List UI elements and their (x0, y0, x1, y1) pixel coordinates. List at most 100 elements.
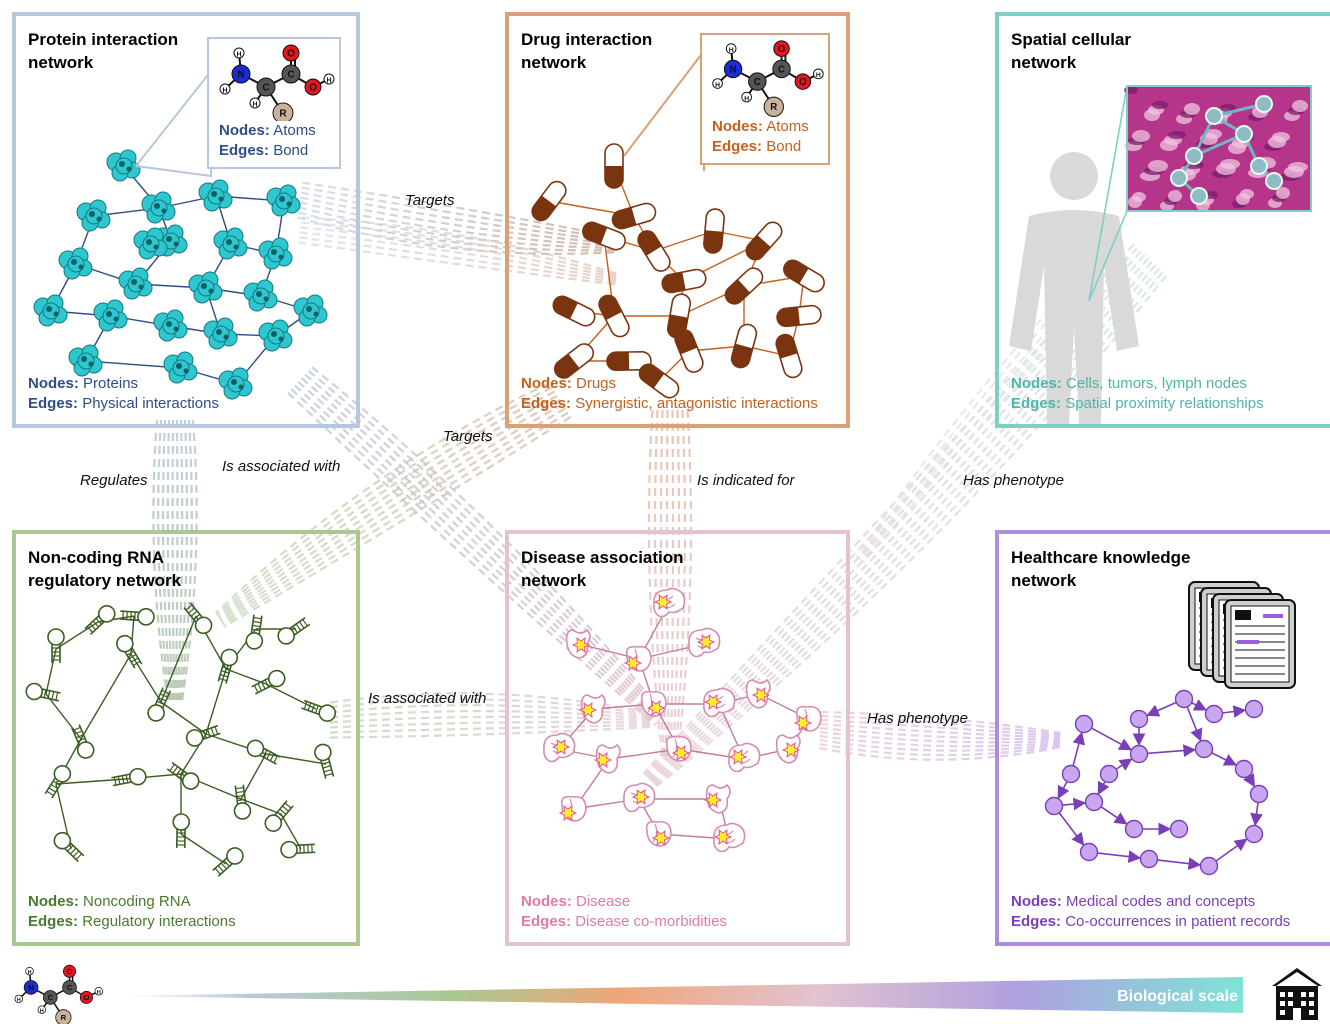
atom-label: R (770, 102, 777, 113)
medical-code-node (1201, 858, 1218, 875)
drug-pill-node (743, 219, 786, 264)
ncrna-hairpin-node (25, 682, 62, 705)
protein-node (244, 280, 277, 311)
ncrna-hairpin-node (250, 668, 288, 698)
hairpin-rung (215, 727, 218, 735)
inset-edges: Bond (766, 138, 801, 155)
protein-blob (162, 209, 167, 214)
drug-pill-node (550, 293, 597, 328)
edge-label-is-associated-with-1: Is associated with (222, 458, 340, 475)
edge-label-has-phenotype-1: Has phenotype (963, 472, 1064, 489)
inset-edges-label: Edges: (219, 142, 269, 159)
protein-blob (89, 211, 95, 217)
atom-label: H (28, 970, 32, 976)
co-occurrence-edge (1216, 840, 1245, 860)
healthcare-knowledge-panel: Healthcare knowledge network Nodes: Medi… (995, 530, 1330, 946)
disease-organ-node (705, 785, 730, 813)
medical-code-node (1246, 826, 1263, 843)
medical-code-node (1246, 701, 1263, 718)
panel-legend: Nodes: Proteins Edges: Physical interact… (28, 374, 219, 414)
hairpin-rung (123, 611, 124, 619)
tissue-cell (1132, 192, 1146, 202)
regulatory-edge (206, 669, 226, 734)
atom-label: H (729, 47, 734, 54)
cell-node (1236, 126, 1252, 142)
protein-blob (154, 245, 159, 250)
protein-blob (219, 197, 224, 202)
co-occurrence-edge (1192, 703, 1204, 709)
tissue-cell (1240, 189, 1254, 199)
hairpin-strand (90, 622, 104, 635)
protein-node (199, 180, 232, 211)
hairpin-rung (252, 625, 260, 626)
hairpin-rung (303, 619, 308, 626)
disease-organ-node (560, 797, 586, 821)
hairpin-rung (131, 612, 132, 620)
legend-nodes-label: Nodes: (28, 893, 79, 910)
medical-code-node (1101, 766, 1118, 783)
co-occurrence-edge (1099, 782, 1105, 792)
atom-label: O (799, 77, 807, 88)
protein-blob (174, 242, 179, 247)
legend-nodes-label: Nodes: (28, 375, 79, 392)
legend-nodes: Drugs (576, 375, 616, 392)
atom-label: C (778, 64, 785, 75)
tissue-cell (1184, 103, 1200, 115)
drug-pill-node (635, 228, 674, 275)
protein-blob (314, 312, 319, 317)
hairpin-strand (111, 774, 130, 778)
medical-code-node (1081, 844, 1098, 861)
atom-label: H (744, 95, 749, 102)
inset-edges-label: Edges: (712, 138, 762, 155)
legend-nodes: Proteins (83, 375, 138, 392)
disease-organ-node (625, 647, 651, 671)
protein-node (94, 300, 127, 331)
protein-blob (279, 196, 285, 202)
atom-label: C (754, 77, 761, 88)
ncrna-hairpin-node (275, 614, 312, 647)
legend-nodes-label: Nodes: (1011, 375, 1062, 392)
disease-organ-node (624, 783, 655, 811)
edge-label-targets-top: Targets (405, 192, 454, 209)
hairpin-rung (127, 612, 128, 620)
legend-nodes-label: Nodes: (521, 893, 572, 910)
disease-organ-node (729, 743, 760, 771)
panel-legend: Nodes: Cells, tumors, lymph nodes Edges:… (1011, 374, 1264, 414)
regulatory-edge (266, 684, 316, 709)
hairpin-rung (296, 624, 301, 631)
edge-label-has-phenotype-2: Has phenotype (867, 710, 968, 727)
cell-node (1191, 188, 1207, 204)
ncrna-hairpin-node (51, 829, 87, 864)
hairpin-rung (48, 691, 50, 699)
atom-label: H (326, 78, 331, 85)
co-occurrence-edge (1101, 807, 1124, 823)
hairpin-rung (76, 854, 82, 860)
atom-label: O (67, 967, 73, 976)
co-occurrence-edge (1223, 710, 1243, 713)
hairpin-rung (325, 774, 333, 776)
hairpin-rung (316, 706, 319, 714)
hairpin-rung (118, 776, 120, 784)
disease-organ-node (795, 707, 821, 731)
hairpin-rung (237, 796, 245, 797)
pill-half (607, 352, 629, 370)
legend-nodes-label: Nodes: (521, 375, 572, 392)
atom-label: H (236, 52, 241, 59)
ncrna-hairpin-node (184, 722, 221, 748)
scale-wedge (115, 977, 1243, 1013)
atom-label: O (778, 44, 786, 55)
regulatory-edge (181, 834, 226, 864)
protein-blob (166, 236, 172, 242)
hairpin-rung (299, 622, 304, 629)
ncrna-hairpin-node (262, 798, 296, 834)
record-code (1263, 614, 1283, 618)
spatial-network (999, 16, 1330, 424)
protein-node (204, 318, 237, 349)
hairpin-rung (254, 618, 262, 619)
disease-organ-node (642, 692, 666, 716)
protein-node (107, 150, 140, 181)
protein-blob (81, 356, 87, 362)
medical-code-node (1076, 716, 1093, 733)
